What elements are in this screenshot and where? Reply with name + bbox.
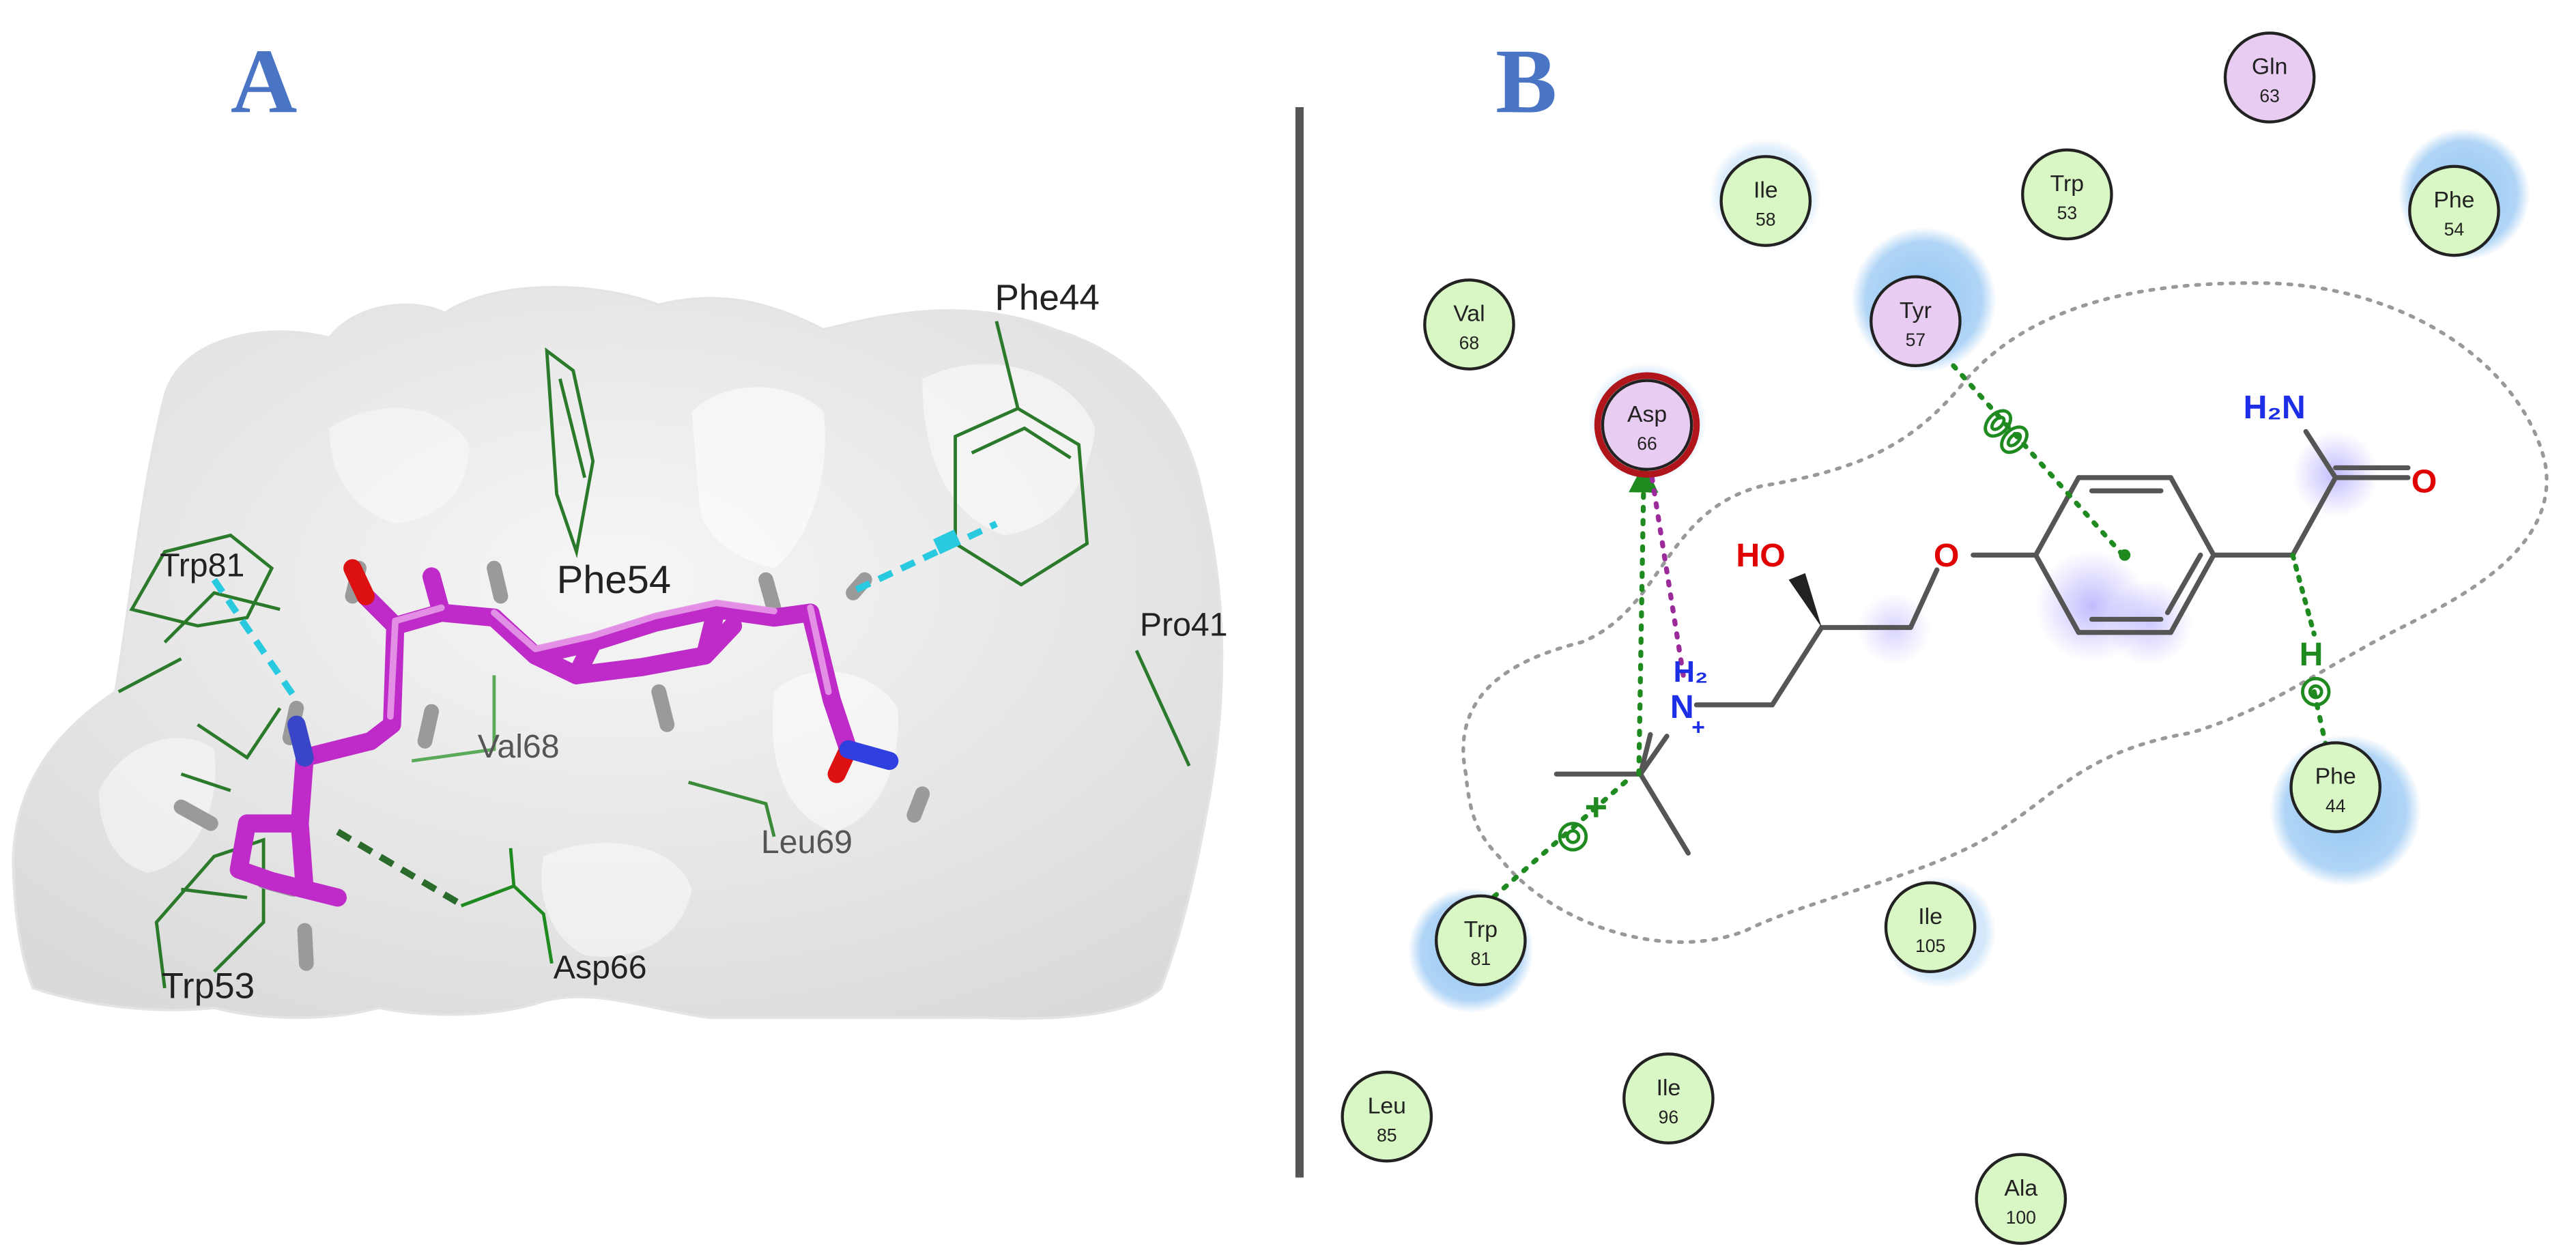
label-phe44: Phe44 [994,278,1099,318]
label-trp53: Trp53 [161,966,255,1006]
residue-name: Ala [2004,1175,2037,1201]
pi-interaction-icons [1558,409,2331,852]
residue-name: Phe [2315,764,2356,790]
atom-n-charge: + [1691,714,1705,740]
panel-b: B [1341,31,2549,1245]
protein-surface [12,285,1224,1020]
label-val68: Val68 [478,728,560,765]
ligand-2d [1554,429,2411,856]
residue-disc [2289,741,2382,833]
residue-ile96: Ile 96 [1622,1052,1715,1144]
residue-number: 53 [2057,203,2078,223]
residue-ala100: Ala 100 [1975,1153,2067,1245]
residue-ile105: Ile 105 [1884,881,1977,973]
residue-name: Trp [1464,917,1498,942]
residue-disc [2021,148,2113,241]
label-leu69: Leu69 [761,824,853,861]
residue-name: Asp [1627,401,1667,427]
atom-h: H [2300,636,2323,673]
residue-name: Gln [2252,54,2288,80]
atom-o-ether: O [1934,537,1960,574]
label-pro41: Pro41 [1140,607,1228,644]
panel-a: A [12,31,1228,1020]
residue-phe44: Phe 44 [2289,741,2382,833]
panel-a-labels: Phe44 Trp81 Phe54 Pro41 Val68 Leu69 Asp6… [160,278,1228,1007]
residue-disc [1622,1052,1715,1144]
residue-number: 105 [1915,936,1945,956]
residue-number: 66 [1637,433,1657,454]
atom-o-carbonyl: O [2412,463,2437,500]
label-phe54: Phe54 [557,558,671,602]
ligand-atom-labels: HO O H₂N O H₂ N + H + [1584,389,2437,829]
residue-name: Phe [2433,187,2474,213]
label-asp66: Asp66 [554,949,647,985]
residue-number: 44 [2325,796,2346,816]
residue-number: 100 [2006,1207,2036,1228]
residue-disc [1719,155,1812,247]
residue-gln63: Gln 63 [2223,31,2316,124]
residue-trp81: Trp 81 [1435,894,1527,987]
atom-h2n: H₂N [2244,389,2306,426]
residue-val68: Val 68 [1423,278,1515,371]
residue-phe54: Phe 54 [2408,164,2500,257]
residue-number: 58 [1756,210,1776,230]
panel-b-letter: B [1495,31,1557,132]
label-trp81: Trp81 [160,547,244,584]
residue-disc [2223,31,2316,124]
cation-plus: + [1584,785,1607,829]
residue-number: 57 [1906,330,1926,350]
residue-leu85: Leu 85 [1341,1070,1433,1163]
residue-number: 96 [1659,1107,1679,1127]
residue-name: Ile [1754,177,1778,203]
residue-asp66: Asp 66 [1594,372,1700,478]
residue-sticks [117,321,1191,989]
residue-number: 81 [1471,949,1491,969]
residue-name: Trp [2050,171,2084,197]
residue-disc [1870,275,1962,367]
atom-h2: H₂ [1674,656,1708,689]
residue-number: 68 [1459,333,1480,354]
residue-ile58: Ile 58 [1719,155,1812,247]
residue-disc [1601,379,1693,472]
pi-h-icon [2301,676,2331,707]
panel-a-letter: A [231,31,298,132]
pi-cation-icon [1558,822,1588,852]
stereo-wedge [1788,573,1822,628]
residue-disc [1423,278,1515,371]
solvent-exposure-halos [1408,128,2530,1013]
residue-number: 85 [1377,1125,1397,1145]
residue-disc [1884,881,1977,973]
residue-number: 54 [2444,219,2465,240]
atom-ho: HO [1736,537,1785,574]
acidic-ring [1594,372,1700,478]
residue-trp53: Trp 53 [2021,148,2113,241]
residue-number: 63 [2259,86,2280,106]
atom-n: N [1670,689,1694,725]
residue-name: Tyr [1900,298,1932,323]
residue-name: Leu [1368,1093,1406,1119]
pocket-outline [1461,281,2549,944]
residue-name: Val [1453,301,1485,327]
residue-disc [2408,164,2500,257]
residue-name: Ile [1657,1075,1681,1101]
residue-disc [1341,1070,1433,1163]
ligand-sticks [229,559,899,907]
residue-disc [1435,894,1527,987]
pi-stack-icon [1984,409,2029,455]
residue-name: Ile [1918,904,1943,929]
residue-disc [1975,1153,2067,1245]
panel-a-interactions [211,521,998,906]
panel-b-interactions [1472,363,2328,917]
residue-tyr57: Tyr 57 [1870,275,1962,367]
